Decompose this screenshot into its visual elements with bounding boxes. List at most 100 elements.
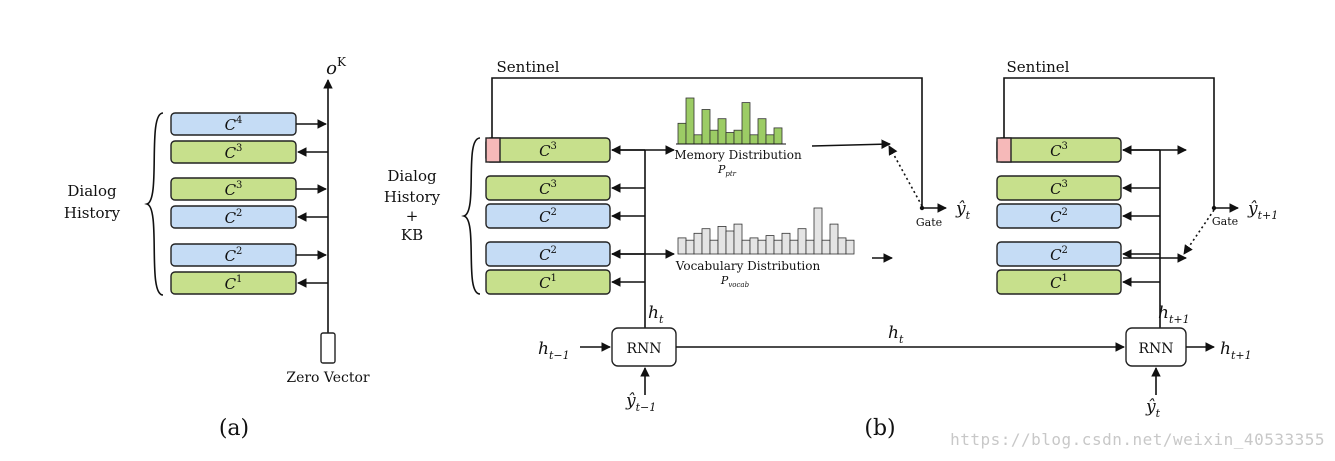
vocab-bar-10 (749, 237, 759, 255)
memory-distribution-label: Memory Distribution (674, 148, 802, 162)
panel-b-right-cell-1-label: C3 (1050, 141, 1068, 160)
vocab-bar-5 (709, 239, 719, 255)
panel-b-group-label-3: + (406, 207, 419, 225)
panel-a-cell-2-label: C3 (225, 143, 243, 162)
vocab-bar-19 (821, 239, 831, 255)
vocab-bar-4 (701, 228, 711, 255)
vocab-bar-12 (765, 235, 775, 255)
panel-a-cell-4-label: C2 (225, 208, 243, 227)
vocabulary-distribution-label: Vocabulary Distribution (675, 259, 821, 273)
panel-a-cell-6 (170, 271, 297, 295)
panel-b-left-cell-4-label: C2 (539, 245, 557, 264)
panel-b-group-label-1: Dialog (387, 167, 437, 185)
sentinel-line-left (491, 77, 923, 208)
vocab-bar-14 (781, 232, 791, 255)
panel-b-right-cell-5-label: C1 (1050, 273, 1068, 292)
memory-bar-1 (677, 122, 687, 145)
vocab-bar-1 (677, 237, 687, 255)
vocab-bar-2 (685, 239, 695, 255)
memory-bar-13 (773, 127, 783, 145)
panel-b-right-cell-2 (996, 175, 1122, 201)
gate-dotted-left (888, 145, 923, 207)
input-y-hat-t: ŷt (1145, 397, 1161, 420)
panel-b-left-cell-3-label: C2 (539, 207, 557, 226)
memory-bar-5 (709, 129, 719, 145)
panel-a-cell-3-label: C3 (225, 180, 243, 199)
memory-bar-9 (741, 102, 751, 145)
memory-bar-10 (749, 134, 759, 145)
vocab-bar-13 (773, 239, 783, 255)
panel-a-brace (144, 112, 164, 296)
input-y-hat-t-minus-1: ŷt−1 (625, 391, 656, 414)
panel-b-left-cell-4 (485, 241, 611, 267)
memory-distribution-symbol: Pptr (717, 163, 737, 178)
rnn-label-right: RNN (1138, 341, 1173, 357)
panel-b-right-cell-3-label: C2 (1050, 207, 1068, 226)
panel-a-group-label-1: Dialog (67, 182, 117, 200)
hidden-h-t-transition: ht (888, 323, 904, 346)
panel-b-right-cell-4 (996, 241, 1122, 267)
vocab-bar-16 (797, 228, 807, 255)
hidden-h-t-query: ht (648, 303, 664, 326)
vocab-bar-22 (845, 239, 855, 255)
gate-label-right: Gate (1212, 215, 1238, 228)
hidden-h-t-plus-1-output: ht+1 (1220, 339, 1252, 362)
memory-bar-2 (685, 97, 695, 145)
panel-a-caption: (a) (219, 416, 249, 441)
panel-a-cell-4 (170, 205, 297, 229)
vocab-bar-3 (693, 232, 703, 255)
memory-output-arrow (811, 139, 891, 150)
memory-bar-3 (693, 134, 703, 145)
vocab-bar-15 (789, 239, 799, 255)
panel-a-cell-5-label: C2 (225, 246, 243, 265)
panel-b-group-label-4: KB (401, 226, 423, 244)
memory-bar-11 (757, 118, 767, 145)
panel-a-output-label: oK (326, 55, 347, 79)
vocab-bar-11 (757, 239, 767, 255)
panel-b-right-cell-4-label: C2 (1050, 245, 1068, 264)
panel-b-right-cell-2-label: C3 (1050, 179, 1068, 198)
vocab-bar-20 (829, 223, 839, 255)
panel-b-right-cell-5 (996, 269, 1122, 295)
vocab-bar-9 (741, 239, 751, 255)
memory-bar-8 (733, 129, 743, 145)
watermark: https://blog.csdn.net/weixin_40533355 (950, 430, 1325, 449)
vocab-bar-7 (725, 230, 735, 255)
panel-a-cell-6-label: C1 (225, 274, 243, 293)
vocab-bar-21 (837, 237, 847, 255)
zero-vector-box (320, 332, 336, 364)
sentinel-label-right: Sentinel (1007, 58, 1070, 76)
zero-vector-label: Zero Vector (286, 370, 370, 386)
vocab-bar-6 (717, 225, 727, 255)
panel-a-group-label-2: History (64, 204, 121, 222)
sentinel-label-left: Sentinel (497, 58, 560, 76)
panel-b-group-label-2: History (384, 188, 441, 206)
rnn-label-left: RNN (626, 341, 661, 357)
output-y-hat-t-plus-1: ŷt+1 (1247, 199, 1278, 222)
vocabulary-distribution-symbol: Pvocab (720, 274, 750, 289)
panel-b-right-cell-3 (996, 203, 1122, 229)
vocab-bar-17 (805, 239, 815, 255)
panel-b-left-cell-2 (485, 175, 611, 201)
panel-a-cell-2 (170, 140, 297, 164)
panel-a-cell-1-label: C4 (225, 115, 243, 134)
panel-b-left-cell-1-label: C3 (539, 141, 557, 160)
memory-bar-4 (701, 109, 711, 145)
panel-b-caption: (b) (864, 416, 895, 441)
vocab-bar-18 (813, 207, 823, 255)
hidden-h-t-plus-1-query: ht+1 (1158, 303, 1190, 326)
sentinel-cell-right (996, 137, 1012, 163)
memory-bar-7 (725, 132, 735, 145)
output-y-hat-t: ŷt (955, 199, 971, 222)
sentinel-cell-left (485, 137, 501, 163)
panel-b-left-cell-3 (485, 203, 611, 229)
gate-dotted-right (1183, 209, 1215, 255)
hidden-h-t-minus-1: ht−1 (538, 339, 570, 362)
panel-b-left-cell-5 (485, 269, 611, 295)
memory-bar-12 (765, 134, 775, 145)
sentinel-line-right (1003, 77, 1215, 208)
panel-b-brace-left (461, 137, 481, 295)
panel-b-left-cell-2-label: C3 (539, 179, 557, 198)
gate-label-left: Gate (916, 216, 942, 229)
